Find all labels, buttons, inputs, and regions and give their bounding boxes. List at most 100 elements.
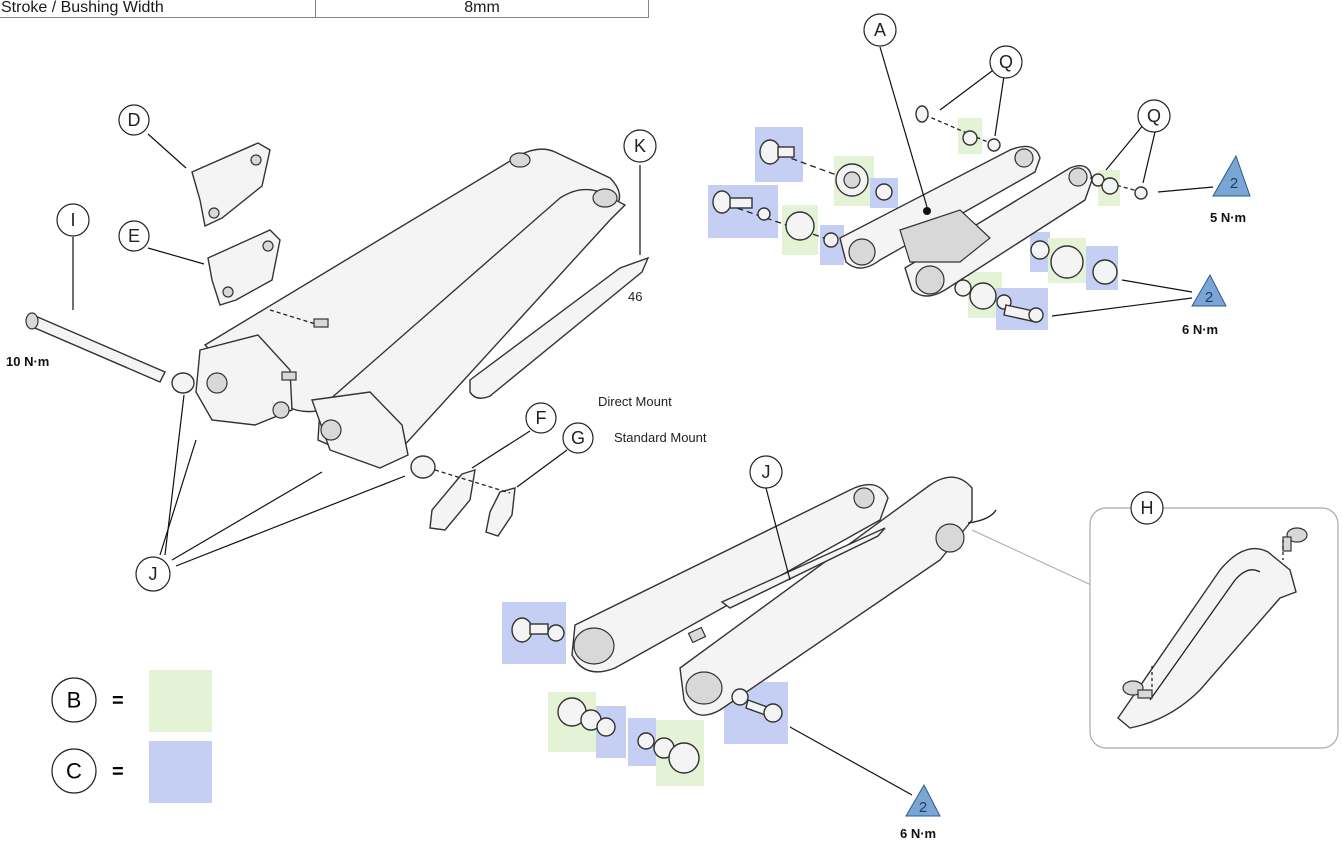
hanger-standard-mount bbox=[485, 487, 516, 537]
legend-b-letter: B bbox=[67, 688, 82, 713]
washer bbox=[547, 624, 565, 642]
torque-step-number: 2 bbox=[1230, 175, 1238, 192]
o-ring bbox=[954, 279, 972, 297]
leader-f bbox=[471, 430, 531, 469]
hw-axis bbox=[727, 204, 831, 241]
standard-mount-label: Standard Mount bbox=[614, 430, 707, 445]
callout-j-left bbox=[135, 556, 171, 592]
left-dropout-hole bbox=[272, 401, 290, 419]
torque-step-number: 2 bbox=[919, 799, 927, 816]
callout-j-left-label: J bbox=[149, 564, 158, 584]
right-dropout bbox=[311, 391, 409, 469]
leader-q1 bbox=[939, 67, 997, 111]
legend-c-equals: = bbox=[112, 761, 124, 783]
chainstay-pivot bbox=[573, 627, 615, 665]
stay-top-eye bbox=[509, 152, 531, 168]
torque-step-triangle bbox=[905, 783, 941, 817]
leader-lines bbox=[72, 46, 1214, 796]
legend-b-circle bbox=[51, 677, 97, 723]
callout-labels: D E I K J F G A Q Q J H bbox=[56, 13, 1171, 592]
pivot-bolt-head bbox=[712, 190, 732, 214]
torque-step-number: 2 bbox=[1205, 289, 1213, 306]
leader-j3 bbox=[171, 471, 323, 561]
callout-q-right-label: Q bbox=[1147, 106, 1161, 126]
callout-k bbox=[623, 129, 657, 163]
direct-mount-label: Direct Mount bbox=[598, 394, 672, 409]
mount-e-bolt-hole bbox=[262, 240, 274, 252]
detail-pointer-line bbox=[971, 529, 1103, 591]
bearing-race bbox=[843, 171, 861, 189]
bearing bbox=[969, 282, 997, 310]
torque-specs: 10 N·m 2 5 N·m 2 6 N·m 2 6 N·m bbox=[6, 154, 1251, 841]
torque-pivot-bottom: 6 N·m bbox=[900, 826, 936, 841]
rocker-point-a bbox=[923, 207, 931, 215]
mount-e-bolt-hole bbox=[222, 286, 234, 298]
o-ring bbox=[757, 207, 771, 221]
rocker-hardware bbox=[712, 105, 1148, 323]
callout-a-label: A bbox=[874, 20, 886, 40]
leader-j2 bbox=[159, 439, 197, 556]
callout-j-chainstay bbox=[749, 455, 783, 489]
leader-g bbox=[516, 449, 568, 488]
torque-rocker-bottom: 6 N·m bbox=[1182, 322, 1218, 337]
spec-value: 8mm bbox=[315, 0, 649, 18]
hanger-assembly bbox=[410, 455, 516, 537]
mount-d-bolt-hole bbox=[250, 154, 262, 166]
seat-stay-assembly bbox=[195, 148, 627, 469]
right-axle-hole bbox=[320, 419, 342, 441]
bearing-small bbox=[962, 130, 978, 146]
callout-g-label: G bbox=[571, 428, 585, 448]
callout-h bbox=[1130, 491, 1164, 525]
color-legend: B = C = bbox=[51, 670, 212, 803]
pivot-bolt-head bbox=[511, 617, 533, 643]
inset-bolt-shank bbox=[1282, 536, 1292, 552]
callout-d-label: D bbox=[128, 110, 141, 130]
leader-e bbox=[147, 247, 205, 265]
leader-torque-6a bbox=[1121, 279, 1193, 293]
dropout-bolt bbox=[281, 371, 297, 381]
pivot-bolt-shank bbox=[777, 146, 795, 158]
bearing bbox=[785, 211, 815, 241]
washer bbox=[596, 717, 616, 737]
legend-c-swatch bbox=[149, 741, 212, 803]
bolt-head bbox=[763, 703, 783, 723]
leader-torque-6b bbox=[1051, 297, 1193, 317]
callout-h-label: H bbox=[1141, 498, 1154, 518]
brake-mounts bbox=[191, 142, 329, 381]
spec-label: Stroke / Bushing Width bbox=[0, 0, 316, 18]
callout-f-label: F bbox=[536, 408, 547, 428]
leader-torque-6c bbox=[789, 726, 913, 796]
torque-step-triangle bbox=[1191, 273, 1227, 307]
axle-spacer bbox=[171, 372, 195, 394]
washer bbox=[875, 183, 893, 201]
leader-q2 bbox=[994, 75, 1005, 137]
stay-pivot-eye bbox=[592, 188, 618, 208]
hanger-direct-mount bbox=[429, 468, 476, 531]
callout-g bbox=[562, 422, 594, 454]
chainstay-hardware bbox=[511, 617, 783, 774]
callout-k-label: K bbox=[634, 136, 646, 156]
axle-shaft bbox=[27, 314, 166, 383]
rear-axle bbox=[25, 312, 195, 394]
inset-bolt-head bbox=[1286, 527, 1308, 543]
chainstay-eye bbox=[935, 523, 965, 553]
hanger-bushing bbox=[410, 455, 436, 479]
part-number-label: 46 bbox=[628, 289, 642, 304]
chainstay-guard-k bbox=[469, 256, 650, 399]
mount-d-bolt-hole bbox=[208, 207, 220, 219]
rocker-arm-right bbox=[904, 165, 1093, 297]
bolt-head bbox=[1092, 259, 1118, 285]
callout-q-top bbox=[989, 45, 1023, 79]
washer bbox=[823, 232, 839, 248]
callout-e-label: E bbox=[128, 226, 140, 246]
spec-table: Stroke / Bushing Width 8mm bbox=[0, 0, 649, 18]
left-chainstay bbox=[571, 483, 889, 673]
legend-c-circle bbox=[51, 748, 97, 794]
rocker-shock-hole bbox=[1014, 148, 1034, 168]
callout-i bbox=[56, 203, 90, 237]
legend-c-letter: C bbox=[66, 759, 82, 784]
torque-axle: 10 N·m bbox=[6, 354, 49, 369]
rocker-pivot-hole bbox=[915, 265, 945, 295]
bearing-small bbox=[1101, 177, 1119, 195]
